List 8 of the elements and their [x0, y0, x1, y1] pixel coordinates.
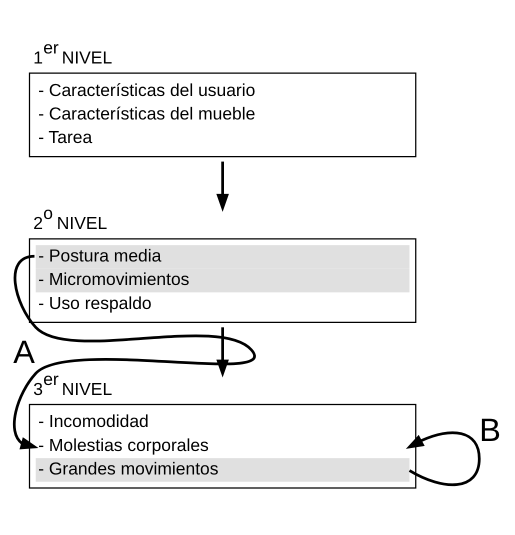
edge-label: B: [479, 412, 501, 448]
node-box: - Postura media - Micromovimientos - Uso respaldo: [28, 238, 416, 323]
arrow: [13, 254, 254, 450]
arrow: [216, 162, 229, 212]
node-box: - Características del usuario - Características del mueble - Tarea: [28, 72, 416, 158]
edge-label: A: [13, 334, 35, 370]
arrow: [406, 431, 481, 486]
node-box: - Incomodidad - Molestias corporales - Grandes movimientos: [28, 404, 416, 489]
